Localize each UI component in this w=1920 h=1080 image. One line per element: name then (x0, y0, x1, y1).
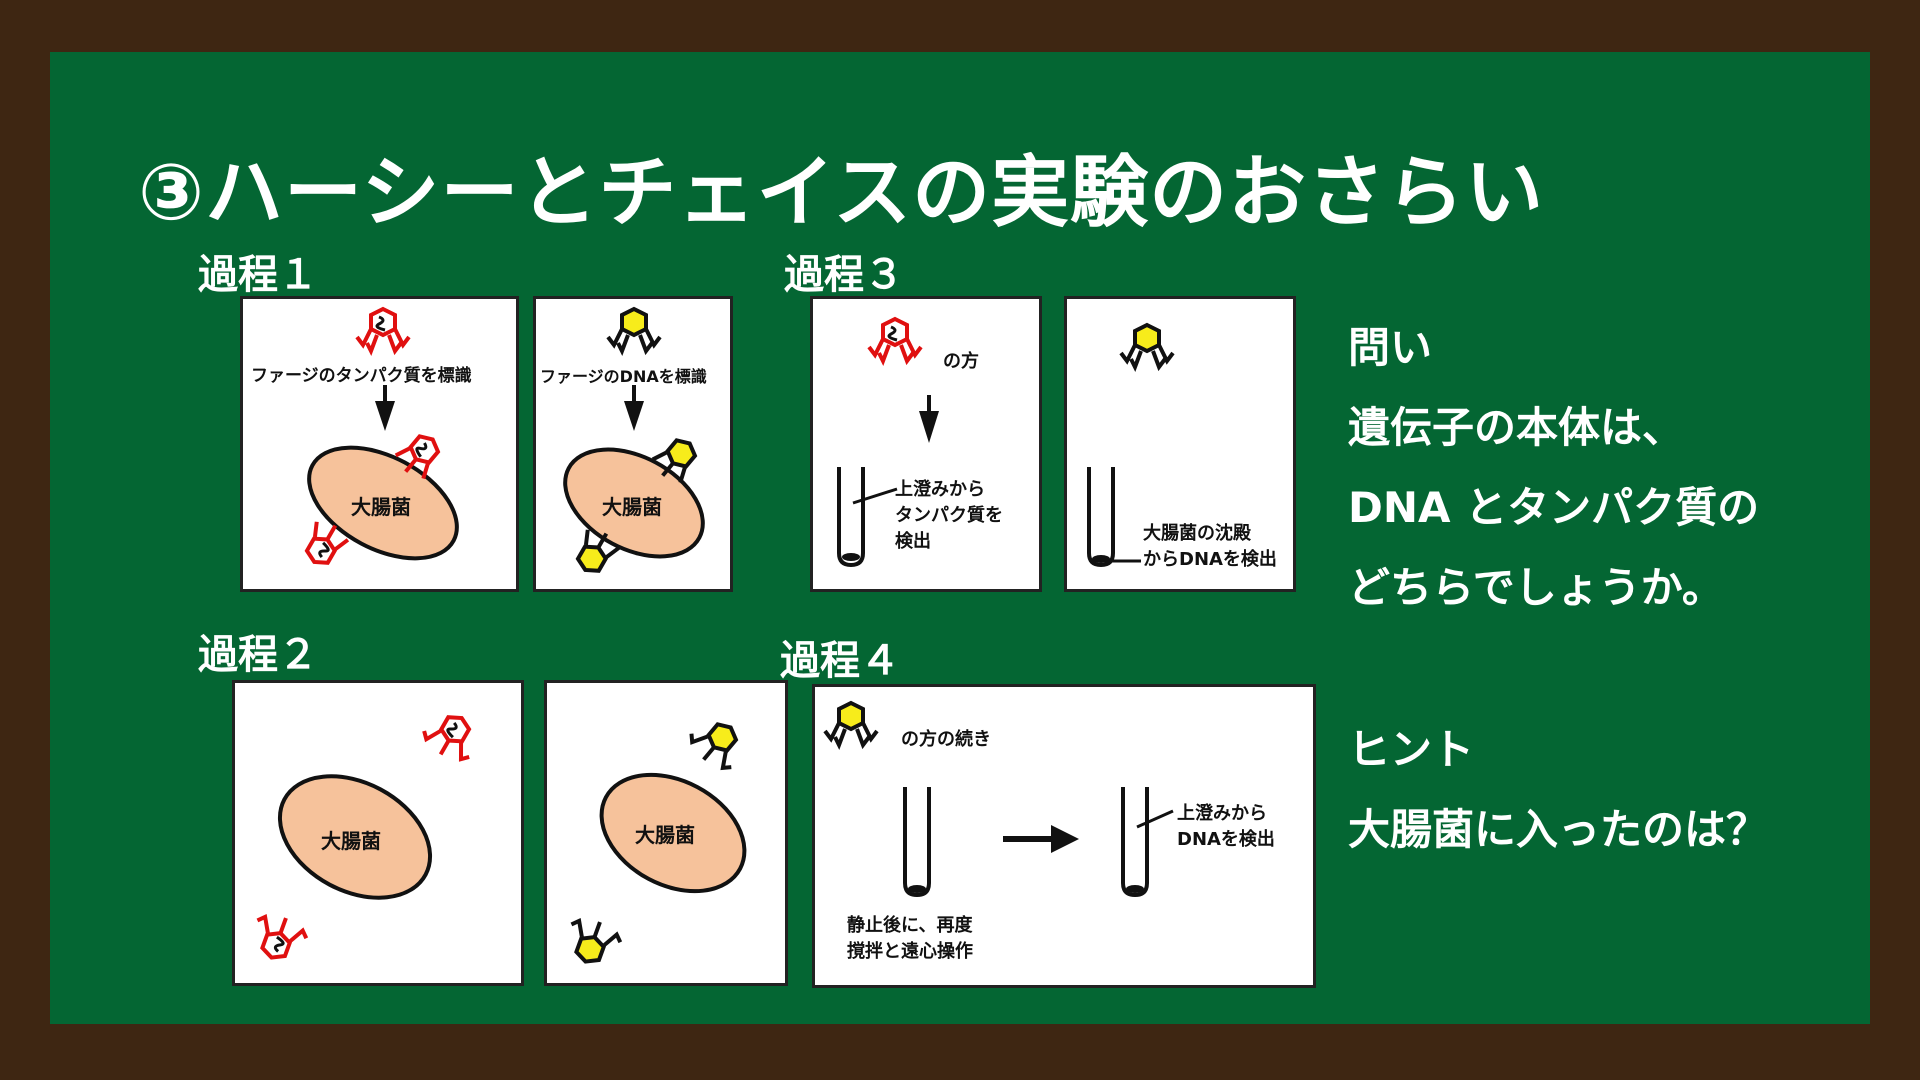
note-line: 大腸菌の沈殿 (1143, 523, 1251, 544)
process1-protein-panel: ファージのタンパク質を標識 大腸菌 (240, 296, 519, 592)
protein-label-text: ファージのタンパク質を標識 (251, 366, 472, 386)
process4-diagram (823, 700, 1174, 898)
phage-yellow-icon (689, 722, 739, 771)
process2-dna-diagram (570, 722, 747, 964)
supernatant-note: 上澄みから タンパク質を 検出 (895, 477, 1003, 555)
phage-yellow-icon (575, 529, 621, 573)
test-tube-icon (1087, 467, 1141, 568)
note-line: 上澄みから (1177, 803, 1267, 824)
right-arrow-icon (1003, 825, 1079, 853)
down-arrow-icon (919, 395, 939, 443)
phage-yellow-icon (823, 700, 879, 750)
ecoli-label: 大腸菌 (351, 495, 411, 519)
note-line: タンパク質を (895, 505, 1003, 526)
step-1-label: 過程１ (198, 252, 318, 298)
process3-protein-diagram (837, 316, 939, 568)
note-line: 上澄みから (895, 479, 985, 500)
phage-yellow-icon (606, 306, 662, 356)
process3-protein-panel: の方 上澄みから タンパク質を 検出 (810, 296, 1042, 592)
dna-label-text: ファージのDNAを標識 (540, 367, 707, 386)
phage-yellow-icon (651, 438, 698, 484)
process3-dna-diagram (1087, 322, 1175, 568)
supernatant-note: 上澄みから DNAを検出 (1177, 801, 1275, 853)
question-line: どちらでしょうか。 (1348, 563, 1724, 612)
test-tube-icon (903, 787, 931, 898)
down-arrow-icon (624, 385, 644, 431)
phage-yellow-icon (570, 917, 623, 964)
question-line: 遺伝子の本体は、 (1348, 403, 1685, 452)
note-line: DNAを検出 (1177, 829, 1275, 850)
procedure-note: 静止後に、再度 撹拌と遠心操作 (847, 913, 973, 965)
process1-dna-panel: ファージのDNAを標識 大腸菌 (533, 296, 733, 592)
phage-red-icon (304, 521, 350, 565)
ecoli-cell (563, 447, 705, 559)
question-line: DNA とタンパク質の (1348, 483, 1760, 532)
ecoli-label: 大腸菌 (321, 829, 381, 853)
chalkboard: ③ハーシーとチェイスの実験のおさらい 過程１ 過程３ 過程２ 過程４ (50, 52, 1870, 1024)
note-line: からDNAを検出 (1143, 549, 1277, 570)
phage-red-icon (355, 306, 411, 356)
ecoli-cell (599, 772, 747, 894)
hint-heading: ヒント (1348, 725, 1475, 774)
process1-dna-diagram (563, 306, 705, 573)
hint-text: 大腸菌に入ったのは？ (1348, 805, 1769, 854)
ecoli-cell (277, 774, 433, 900)
step-2-label: 過程２ (198, 632, 318, 678)
test-tube-icon (1121, 787, 1174, 898)
ecoli-label: 大腸菌 (635, 823, 695, 847)
page-title: ③ハーシーとチェイスの実験のおさらい (138, 148, 1545, 238)
phage-red-icon (256, 913, 309, 960)
ecoli-cell (307, 445, 459, 561)
process4-panel: の方の続き 上澄みから DNAを検出 静止後に、再度 撹拌と遠心操作 (812, 684, 1316, 988)
precipitate-note: 大腸菌の沈殿 からDNAを検出 (1143, 521, 1277, 573)
down-arrow-icon (375, 385, 395, 431)
process1-protein-diagram (304, 306, 459, 565)
note-line: 検出 (895, 531, 931, 552)
note-line: 静止後に、再度 (847, 915, 973, 936)
step-3-label: 過程３ (784, 252, 904, 298)
ecoli-label: 大腸菌 (602, 495, 662, 519)
phage-yellow-icon (1119, 322, 1175, 372)
process2-dna-panel: 大腸菌 (544, 680, 788, 986)
phage-red-icon (867, 316, 923, 366)
step-4-label: 過程４ (780, 638, 900, 684)
phage-red-icon (422, 715, 472, 762)
question-heading: 問い (1348, 323, 1433, 372)
continuation-label: の方の続き (901, 729, 991, 750)
note-line: 撹拌と遠心操作 (847, 941, 973, 962)
phage-red-icon (394, 434, 441, 480)
test-tube-icon (837, 467, 898, 568)
process3-dna-panel: 大腸菌の沈殿 からDNAを検出 (1064, 296, 1296, 592)
process2-protein-diagram (256, 715, 472, 960)
process2-protein-panel: 大腸菌 (232, 680, 524, 986)
of-side-label: の方 (943, 351, 979, 372)
